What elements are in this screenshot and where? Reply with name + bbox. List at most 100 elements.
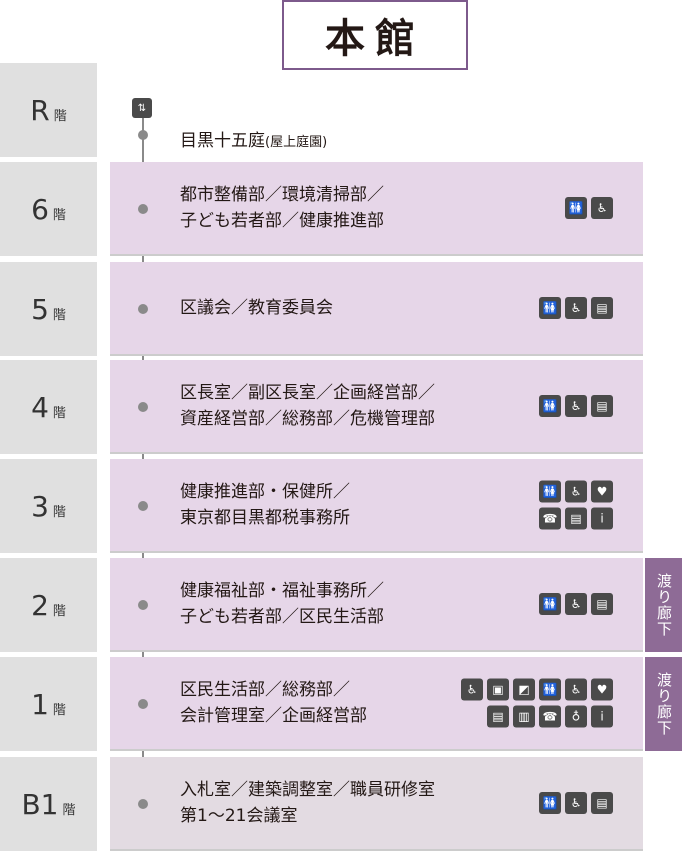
baggage-icon: ◩	[513, 678, 535, 701]
vending-icon: ▤	[591, 395, 613, 417]
department-line: 子ども若者部／健康推進部	[180, 211, 384, 231]
floor-departments: 入札室／建築調整室／職員研修室第1〜21会議室	[180, 777, 435, 829]
info-icon: i	[591, 705, 613, 728]
aed-icon: ♥	[591, 678, 613, 701]
department-line: 会計管理室／企画経営部	[180, 706, 367, 726]
floor-number: R	[30, 93, 50, 127]
roof-garden: 目黒十五庭(屋上庭園)	[180, 126, 327, 151]
floor-number: 6	[31, 192, 49, 226]
floor-panel-2[interactable]: 健康福祉部・福祉事務所／ 子ども若者部／区民生活部 🚻♿▤	[110, 558, 643, 652]
vending-icon: ▤	[487, 705, 509, 728]
floor-dot	[138, 402, 148, 412]
restroom-icon: 🚻	[539, 395, 561, 417]
facility-icons: 🚻♿▤	[539, 395, 613, 417]
floor-panel-6[interactable]: 都市整備部／環境清掃部／ 子ども若者部／健康推進部 🚻♿	[110, 162, 643, 256]
department-line: 都市整備部／環境清掃部／	[180, 185, 384, 205]
floor-panel-1[interactable]: 区民生活部／総務部／会計管理室／企画経営部♿▣◩🚻♿♥▤▥☎♁i	[110, 657, 643, 751]
floor-suffix: 階	[62, 802, 76, 818]
floor-suffix: 階	[52, 207, 66, 223]
floor-departments: 健康福祉部・福祉事務所／ 子ども若者部／区民生活部	[180, 578, 384, 630]
department-line: 区議会／教育委員会	[180, 298, 333, 318]
wheelchair-icon: ♿	[565, 395, 587, 417]
restroom-icon: 🚻	[539, 678, 561, 701]
wheelchair-icon: ♿	[565, 792, 587, 814]
floor-suffix: 階	[52, 405, 66, 421]
corridor-link[interactable]: 渡り廊下	[645, 657, 682, 751]
floor-suffix: 階	[52, 603, 66, 619]
floor-number: 2	[31, 588, 49, 622]
floor-dot	[138, 130, 148, 140]
floor-dot	[138, 600, 148, 610]
department-line: 資産経営部／総務部／危機管理部	[180, 409, 435, 429]
vending-icon: ▤	[591, 593, 613, 615]
facility-icons: ♿▣◩🚻♿♥▤▥☎♁i	[461, 678, 613, 728]
atm-icon: ▥	[513, 705, 535, 728]
building-title: 本館	[282, 0, 468, 70]
wheelchair-icon: ♿	[565, 678, 587, 701]
wheelchair-icon: ♿	[565, 593, 587, 615]
roof-name: 目黒十五庭	[180, 131, 265, 151]
floor-suffix: 階	[52, 702, 66, 718]
department-line: 入札室／建築調整室／職員研修室	[180, 780, 435, 800]
wheelchair-icon: ♿	[591, 197, 613, 219]
roof-sub: (屋上庭園)	[265, 135, 328, 150]
floor-suffix: 階	[52, 307, 66, 323]
floor-departments: 都市整備部／環境清掃部／ 子ども若者部／健康推進部	[180, 182, 384, 234]
nursing-room-icon: ▣	[487, 678, 509, 701]
facility-icons: 🚻♿▤	[539, 792, 613, 814]
facility-icons: 🚻♿♥☎▤i	[539, 480, 613, 530]
baby-seat-icon: ♿	[461, 678, 483, 701]
floor-panel-B1[interactable]: 入札室／建築調整室／職員研修室第1〜21会議室 🚻♿▤	[110, 757, 643, 851]
department-line: 区民生活部／総務部／	[180, 680, 350, 700]
aed-icon: ♥	[591, 480, 613, 503]
department-line: 健康福祉部・福祉事務所／	[180, 581, 384, 601]
floor-dot	[138, 204, 148, 214]
floor-number: B1	[21, 787, 59, 821]
department-line: 第1〜21会議室	[180, 806, 298, 826]
vending-icon: ▤	[591, 792, 613, 814]
phone-icon: ☎	[539, 705, 561, 728]
floor-number: 1	[31, 687, 49, 721]
department-line: 区長室／副区長室／企画経営部／	[180, 383, 435, 403]
floor-panel-3[interactable]: 健康推進部・保健所／ 東京都目黒都税事務所 🚻♿♥☎▤i	[110, 459, 643, 553]
floor-departments: 区長室／副区長室／企画経営部／ 資産経営部／総務部／危機管理部	[180, 380, 435, 432]
info-icon: i	[591, 507, 613, 530]
restroom-icon: 🚻	[539, 792, 561, 814]
department-line: 健康推進部・保健所／	[180, 482, 350, 502]
floor-dot	[138, 501, 148, 511]
floor-number: 5	[31, 292, 49, 326]
floor-departments: 区議会／教育委員会	[180, 295, 333, 321]
restroom-icon: 🚻	[539, 480, 561, 503]
facility-icons: 🚻♿▤	[539, 297, 613, 319]
baby-bottle-icon: ♁	[565, 705, 587, 728]
floor-departments: 健康推進部・保健所／ 東京都目黒都税事務所	[180, 479, 350, 531]
floor-dot	[138, 699, 148, 709]
floor-number: 3	[31, 489, 49, 523]
vending-icon: ▤	[565, 507, 587, 530]
restroom-icon: 🚻	[565, 197, 587, 219]
elevator-icon: ⇅	[132, 98, 152, 118]
restroom-icon: 🚻	[539, 297, 561, 319]
department-line: 東京都目黒都税事務所	[180, 508, 350, 528]
floor-panel-4[interactable]: 区長室／副区長室／企画経営部／ 資産経営部／総務部／危機管理部 🚻♿▤	[110, 360, 643, 454]
facility-icons: 🚻♿▤	[539, 593, 613, 615]
corridor-link[interactable]: 渡り廊下	[645, 558, 682, 652]
floor-dot	[138, 304, 148, 314]
restroom-icon: 🚻	[539, 593, 561, 615]
floor-departments: 区民生活部／総務部／ 会計管理室／企画経営部	[180, 677, 367, 729]
floor-dot	[138, 799, 148, 809]
wheelchair-icon: ♿	[565, 297, 587, 319]
floor-panel-5[interactable]: 区議会／教育委員会 🚻♿▤	[110, 262, 643, 356]
vending-icon: ▤	[591, 297, 613, 319]
department-line: 子ども若者部／区民生活部	[180, 607, 384, 627]
floor-number: 4	[31, 390, 49, 424]
floor-suffix: 階	[53, 108, 67, 124]
